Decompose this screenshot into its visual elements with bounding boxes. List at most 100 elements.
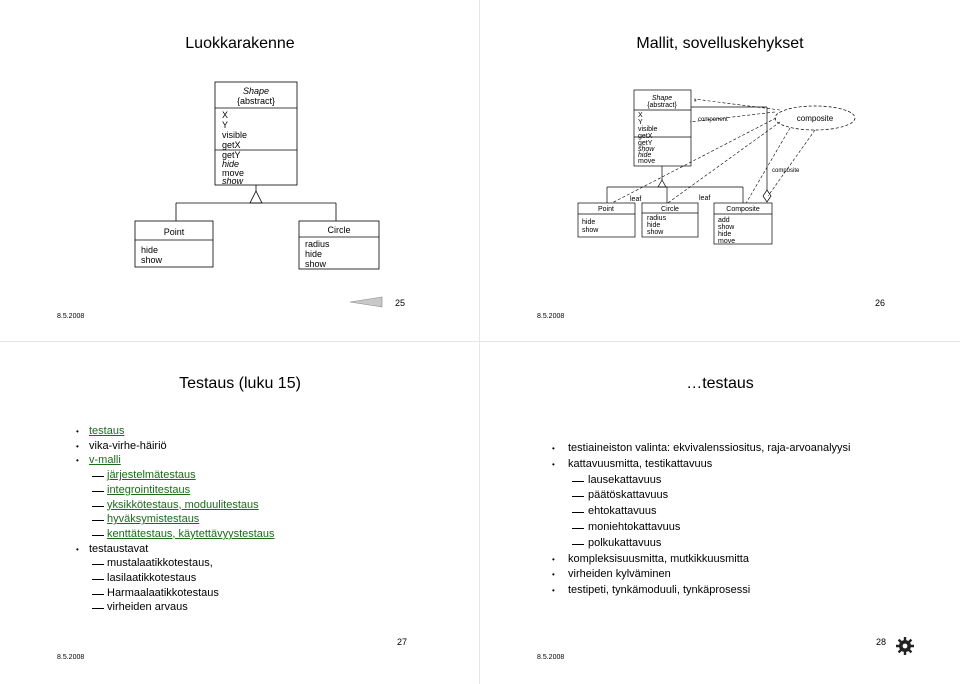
slide-divider: [479, 0, 480, 684]
bullet-icon: •: [552, 570, 555, 580]
circle-attr: show: [647, 229, 664, 236]
list-item-link[interactable]: testaus: [89, 425, 125, 437]
dash-marker: [572, 496, 584, 498]
list-item: virheiden arvaus: [107, 601, 188, 614]
bullet-icon: •: [76, 441, 79, 451]
shape-attr: show: [222, 176, 244, 186]
list-item-link[interactable]: hyväksymistestaus: [107, 513, 200, 526]
list-item-link[interactable]: kenttätestaus, käytettävyystestaus: [107, 527, 275, 540]
shape-attr: X: [222, 110, 228, 120]
slide-28: …testaus •testiaineiston valinta: ekviva…: [480, 342, 960, 684]
bullet-icon: •: [76, 456, 79, 466]
inheritance-arrow: [175, 185, 337, 221]
footer-date: 8.5.2008: [537, 313, 565, 320]
bullet-icon: •: [552, 586, 555, 596]
composite-attr: add: [718, 217, 730, 224]
list-item: vika-virhe-häiriö: [89, 439, 167, 452]
composite-collaboration-ellipse: composite: [774, 105, 856, 131]
list-item: moniehtokattavuus: [588, 521, 681, 533]
dashed-connectors: [609, 98, 816, 206]
shape-attr: hide: [638, 152, 651, 159]
dash-marker: [572, 543, 584, 545]
list-item: lasilaatikkotestaus: [107, 572, 197, 584]
circle-class-name: Circle: [327, 225, 350, 235]
slide-title: Luokkarakenne: [185, 35, 295, 52]
page-number: 25: [395, 298, 406, 308]
bullet-icon: •: [552, 459, 555, 469]
shape-attr: getX: [638, 133, 653, 140]
footer-date: 8.5.2008: [537, 654, 565, 661]
point-class-name: Point: [598, 206, 614, 213]
list-item: Harmaalaatikkotestaus: [107, 586, 219, 599]
list-item: päätöskattavuus: [588, 489, 669, 502]
dash-marker: [572, 480, 584, 482]
page-number: 27: [397, 637, 408, 647]
dash-marker: [92, 564, 104, 566]
circle-class-box: Circle radius hide show: [641, 202, 699, 238]
shape-attr: move: [638, 158, 655, 165]
shape-attr: Y: [222, 120, 228, 130]
page-number: 26: [875, 298, 886, 308]
circle-attr: radius: [305, 239, 330, 249]
composite-attr: show: [718, 224, 735, 231]
composite-class-name: Composite: [726, 206, 760, 213]
list-item-link[interactable]: integrointitestaus: [107, 483, 191, 496]
inheritance-arrow: [606, 166, 744, 204]
list-item: testaustavat: [89, 542, 149, 555]
slide-25: Luokkarakenne Shape {abstract} X Y visib…: [0, 0, 480, 342]
dash-marker: [572, 528, 584, 529]
composite-pattern-diagram: Shape {abstract} X Y visible getX getY s…: [577, 89, 856, 245]
leaf-label: leaf: [630, 196, 641, 203]
shape-attr: move: [222, 168, 244, 178]
shape-attr: Y: [638, 119, 643, 126]
list-item-link[interactable]: yksikkötestaus, moduulitestaus: [107, 498, 259, 511]
list-item: kompleksisuusmitta, mutkikkuusmitta: [568, 552, 749, 565]
dash-marker: [572, 512, 584, 514]
shape-attr: visible: [222, 130, 247, 140]
point-attr: show: [582, 227, 599, 234]
shape-attr: hide: [222, 159, 239, 169]
point-class-box: Point hide show: [577, 202, 636, 238]
point-attr: show: [141, 255, 163, 265]
bullet-icon: •: [76, 544, 79, 554]
dash-marker: [92, 476, 104, 478]
slide-title: Testaus (luku 15): [179, 375, 301, 392]
shape-class-box: Shape {abstract} X Y visible getX getY h…: [214, 81, 298, 186]
class-diagram: Shape {abstract} X Y visible getX getY h…: [134, 81, 383, 308]
slide-26: Mallit, sovelluskehykset Shape {abstract…: [480, 0, 960, 342]
shape-class-name: Shape: [652, 95, 672, 102]
shape-attr: show: [638, 146, 655, 153]
shape-class-stereotype: {abstract}: [647, 102, 677, 109]
circle-class-name: Circle: [661, 206, 679, 213]
list-item: mustalaatikkotestaus,: [107, 557, 213, 570]
circle-attr: show: [305, 259, 327, 269]
bullet-icon: •: [552, 444, 555, 453]
bullet-icon: •: [76, 427, 79, 436]
list-item-link[interactable]: järjestelmätestaus: [107, 469, 196, 482]
circle-attr: radius: [647, 215, 667, 222]
component-label: component: [698, 117, 728, 123]
point-class-name: Point: [164, 227, 185, 237]
list-item-link[interactable]: v-malli: [89, 454, 121, 467]
dash-marker: [92, 579, 104, 580]
leaf-label: leaf: [699, 195, 710, 202]
point-class-box: Point hide show: [134, 220, 214, 268]
circle-attr: hide: [305, 249, 322, 259]
shape-attr: visible: [638, 126, 658, 133]
list-item: virheiden kylväminen: [568, 568, 671, 581]
shape-attr: getY: [638, 140, 653, 147]
aggregation-line: [691, 106, 772, 203]
slide-title: Mallit, sovelluskehykset: [636, 35, 804, 52]
gear-logo-icon: [896, 637, 914, 655]
dash-marker: [92, 608, 104, 610]
multiplicity-label: *: [694, 99, 697, 106]
dash-marker: [92, 490, 104, 492]
nav-arrow-icon[interactable]: [349, 296, 383, 308]
slide-27: Testaus (luku 15) • testaus • vika-virhe-hä…: [0, 342, 480, 684]
shape-attr: getX: [222, 140, 241, 150]
bullet-icon: •: [552, 554, 555, 564]
page-number: 28: [876, 637, 887, 647]
shape-attr: X: [638, 112, 643, 119]
shape-class-name: Shape: [243, 86, 269, 96]
dash-marker: [92, 593, 104, 595]
